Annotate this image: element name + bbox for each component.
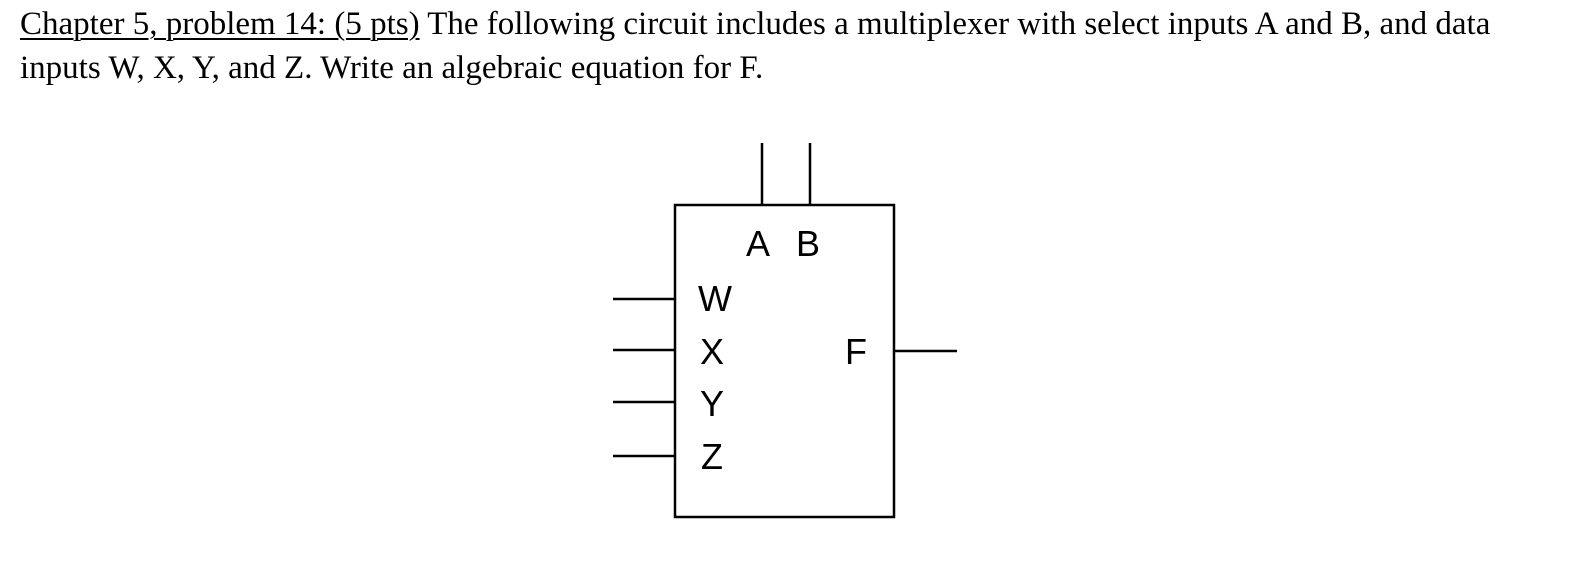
input-label-y: Y xyxy=(700,383,724,424)
problem-label: Chapter 5, problem 14: (5 pts) xyxy=(20,6,420,42)
input-label-w: W xyxy=(698,278,732,319)
select-label-b: B xyxy=(796,223,820,264)
multiplexer-box xyxy=(673,203,896,519)
output-label-f: F xyxy=(845,331,867,372)
input-label-x: X xyxy=(700,331,724,372)
problem-text: The following circuit includes a multipl… xyxy=(20,6,1491,86)
input-label-z: Z xyxy=(701,436,723,477)
select-label-a: A xyxy=(746,223,770,264)
problem-statement: Chapter 5, problem 14: (5 pts) The follo… xyxy=(20,2,1570,90)
